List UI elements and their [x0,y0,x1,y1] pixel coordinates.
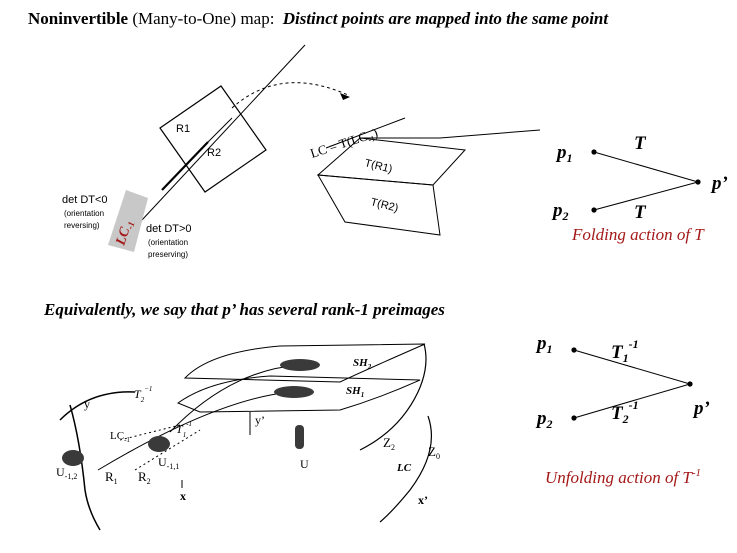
sh2-label: SH2 [353,357,372,371]
orientation-reversing-line2: reversing) [64,221,100,230]
unfold-edge-bottom [573,383,691,419]
fold-map-bottom-label: T [634,202,647,223]
fold-line-thick [161,141,209,191]
image-r2-label: T(R2) [369,196,399,214]
det-positive-label: det DT>0 [146,223,192,235]
fold-edge-top [593,151,699,183]
r2-label: R2 [138,469,151,486]
sheet-sh2 [183,343,426,383]
ellipse-u-minus12 [62,450,84,466]
r1-label: R1 [105,469,118,486]
unfold-p-prime-label: p’ [692,398,710,419]
preimage-arrow-2 [97,391,291,471]
fold-map-top-label: T [634,133,647,154]
unfold-map-top-label: T1-1 [611,337,639,365]
lc-minus1-label: LC-1 [113,218,136,248]
lc-tangent-line [325,117,406,149]
unfold-p2-label: p2 [535,408,553,431]
orientation-reversing-line1: (orientation [64,209,104,218]
u-minus12-label: U-1,2 [56,465,77,481]
region-r2-label: R2 [207,147,221,159]
mapping-arrowhead-icon [340,93,350,100]
fold-curve-right [359,343,427,451]
lc-minus1-curve [59,391,136,531]
orientation-preserving-line2: preserving) [148,250,188,259]
lc-small-label: LC [396,462,412,474]
fold-edge-bottom [593,181,699,211]
dotted-line-2 [119,424,181,441]
ellipse-sh2 [280,359,320,371]
sheet-sh1 [176,375,421,413]
middle-statement: Equivalently, we say that p’ has several… [43,300,445,319]
region-r1-label: R1 [176,123,190,135]
unfold-p-prime-point [687,381,693,387]
unfold-edge-top [573,349,691,385]
fold-p2-label: p2 [551,200,569,223]
ellipse-sh1 [274,386,314,398]
title-bold: Noninvertible [28,9,129,28]
u-region [295,425,304,449]
det-negative-label: det DT<0 [62,194,108,206]
orientation-preserving-line1: (orientation [148,238,188,247]
y-label: y [84,397,90,411]
p-prime-point [695,179,701,185]
t1-inverse-label: T1-1 [176,420,192,439]
lc-curve [379,415,433,523]
lc-minus1-small-label: LC-1 [110,430,130,444]
p2-point [591,207,597,213]
unfold-p1-point [571,347,577,353]
ellipse-u-minus11 [148,436,170,452]
fold-line [207,117,233,143]
unfold-p2-point [571,415,577,421]
top-left-figure: R1 R2 LC = T(LC-1) T(R1) T(R2) LC-1 det … [62,44,541,259]
lc-minus1-box [108,190,148,252]
lc-minus1-line [127,44,306,236]
x-prime-label: x’ [418,493,428,507]
image-r1-label: T(R1) [363,157,393,175]
z0-label: Z0 [428,444,440,461]
title-italic: Distinct points are mapped into the same… [282,9,610,28]
t2-inverse-label: T2−1 [134,385,152,404]
title-normal: (Many-to-One) map: [132,9,274,28]
folding-caption: Folding action of T [571,225,705,244]
p1-point [591,149,597,155]
fold-p-prime-label: p’ [710,173,728,194]
mapping-arrow [231,82,349,109]
unfold-p1-label: p1 [535,333,553,356]
x-label: x [180,489,186,503]
fold-p1-label: p1 [555,142,573,165]
bottom-left-figure: SH2 SH1 T2−1 T1-1 y y’ LC-1 U-1,2 U-1,1 … [56,343,440,531]
domain-square [159,85,267,193]
u-minus11-label: U-1,1 [158,455,179,471]
unfolding-caption: Unfolding action of T-1 [545,467,701,487]
page-title: Noninvertible (Many-to-One) map: Distinc… [28,9,609,28]
unfold-map-bottom-label: T2-1 [611,398,639,426]
folding-diagram: p1 p2 p’ T T Folding action of T [551,133,728,244]
y-prime-label: y’ [255,413,265,427]
u-label: U [300,457,309,471]
z2-label: Z2 [383,435,395,452]
image-fold-edge [360,129,541,139]
unfolding-diagram: p1 p2 p’ T1-1 T2-1 Unfolding action of T… [535,333,710,487]
image-lower-sheet [317,174,441,236]
sh1-label: SH1 [346,385,364,399]
